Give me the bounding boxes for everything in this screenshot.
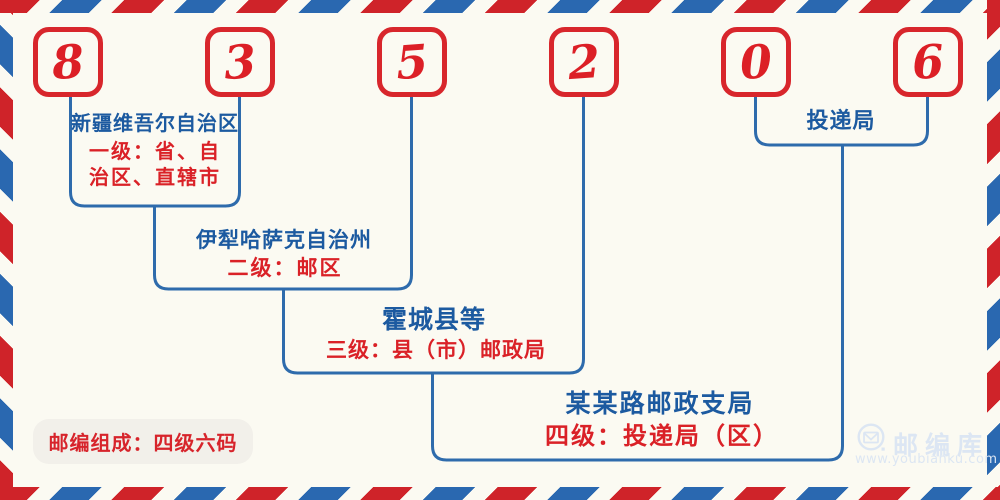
digit-box-2: 3 [205, 27, 275, 97]
digit-5: 0 [738, 33, 774, 91]
delivery-office-label: 投递局 [806, 109, 876, 134]
frame-stripe-left [0, 0, 13, 500]
composition-badge: 邮编组成：四级六码 [33, 419, 253, 464]
digit-6: 6 [910, 33, 946, 91]
digit-box-4: 2 [549, 27, 619, 97]
level1-desc-line2: 治区、直辖市 [89, 165, 221, 189]
bracket-level4 [431, 145, 844, 462]
envelope-icon [857, 423, 885, 451]
composition-label: 邮编组成：四级六码 [48, 431, 238, 455]
digit-box-3: 5 [377, 27, 447, 97]
frame-stripe-right [987, 0, 1000, 500]
level2-region-name: 伊犁哈萨克自治州 [196, 228, 372, 252]
level2-desc-line1: 二级：邮区 [227, 256, 343, 280]
digit-1: 8 [50, 33, 86, 91]
digit-box-1: 8 [33, 27, 103, 97]
level1-region-name: 新疆维吾尔自治区 [71, 111, 239, 135]
digit-4: 2 [566, 33, 602, 91]
level4-desc-line1: 四级：投递局（区） [545, 422, 779, 450]
digit-3: 5 [394, 33, 430, 91]
watermark-url: www.youbianku.com [855, 452, 998, 467]
frame-stripe-bottom [0, 487, 1000, 500]
digit-box-5: 0 [721, 27, 791, 97]
digit-2: 3 [222, 33, 258, 91]
bracket-delivery [754, 97, 929, 147]
level4-region-name: 某某路邮政支局 [565, 389, 755, 418]
digit-box-6: 6 [893, 27, 963, 97]
level3-region-name: 霍城县等 [381, 305, 487, 334]
level3-desc-line1: 三级：县（市）邮政局 [326, 338, 546, 362]
watermark-brand: 邮编库 [893, 431, 990, 460]
frame-stripe-top [0, 0, 1000, 13]
level1-desc-line1: 一级：省、自 [89, 139, 221, 163]
